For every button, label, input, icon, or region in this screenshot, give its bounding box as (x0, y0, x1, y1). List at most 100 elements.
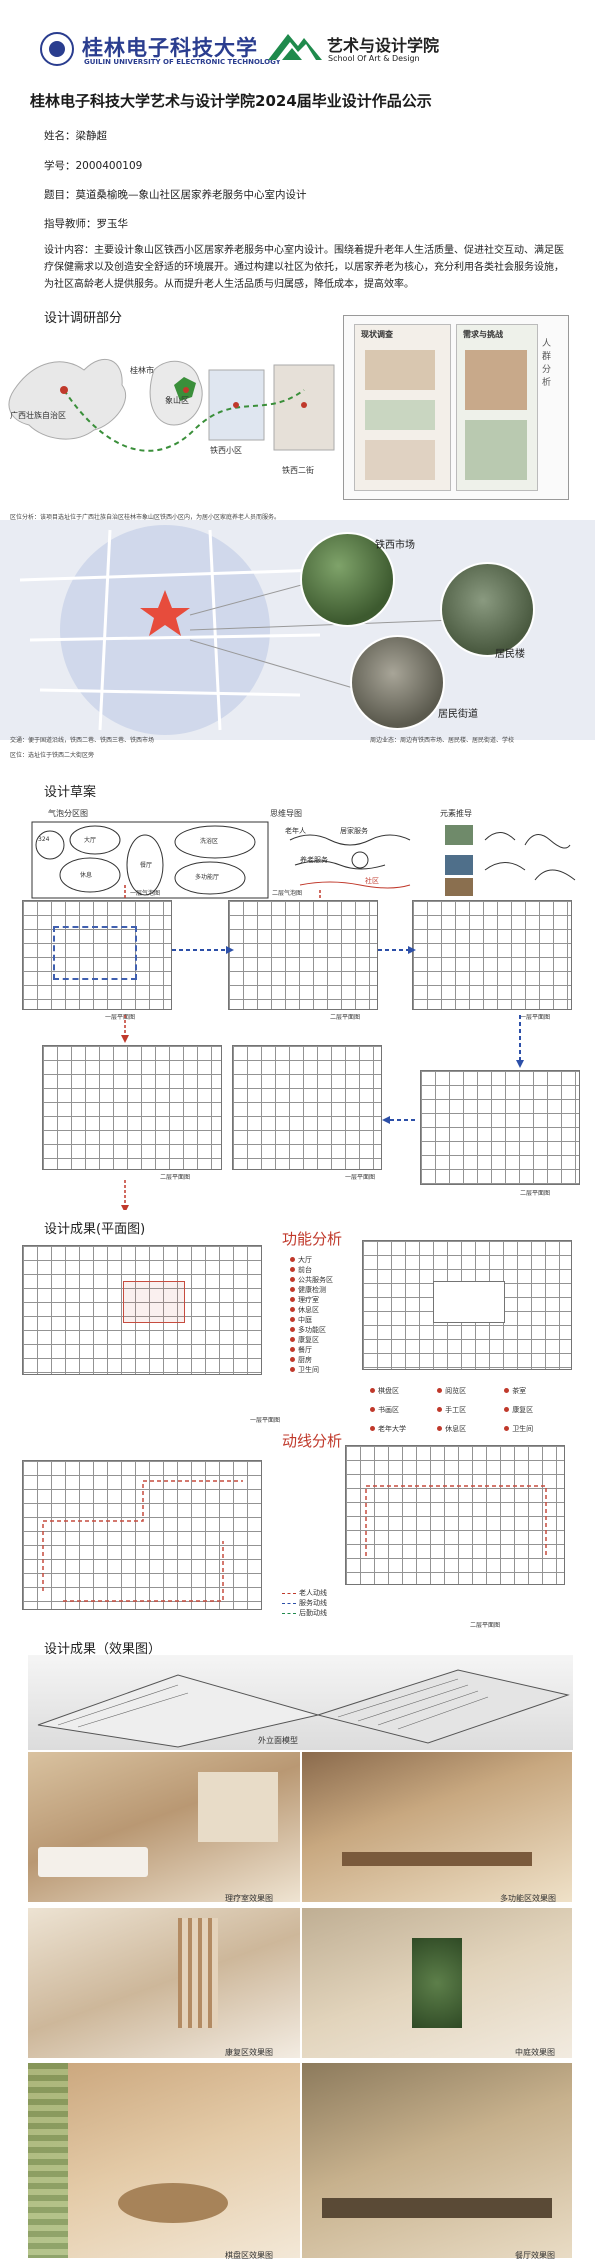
sketch-plan-3 (412, 900, 572, 1010)
sketch-plan-4-label: 二层平面图 (160, 1174, 191, 1181)
sketch-plan-2 (228, 900, 378, 1010)
render-chess-area (28, 2063, 300, 2258)
flow-legend-item-3: 后勤动线 (282, 1608, 327, 1618)
render-rehab-screen (178, 1918, 218, 2028)
sketch-plan-1-zone (53, 926, 137, 980)
render-therapy-wall (198, 1772, 278, 1842)
function-legend2-item-6: 康复区 (504, 1405, 566, 1415)
bubble-sketch (31, 821, 269, 899)
student-name-row: 姓名：梁静超 (44, 128, 107, 143)
advisor-label: 指导教师： (44, 218, 97, 230)
function-legend2-item-7: 老年大学 (370, 1424, 432, 1434)
render-multipurpose-label: 多功能区效果图 (500, 1894, 556, 1903)
bubble-diagram-label: 气泡分区图 (48, 809, 88, 818)
render-multipurpose (302, 1752, 572, 1902)
function-legend2-item-5: 手工区 (437, 1405, 499, 1415)
function-legend-item-2: 前台 (290, 1265, 350, 1275)
function-plan-floor2 (362, 1240, 572, 1370)
render-chess-greenwall (28, 2063, 68, 2258)
mind-word-2: 居家服务 (340, 827, 368, 835)
flow-plan-floor2 (345, 1445, 565, 1585)
location-caption: 区位分析：该项目选址位于广西壮族自治区桂林市象山区铁西小区内，为居小区家庭养老人… (10, 514, 281, 521)
school-name: 艺术与设计学院 (327, 36, 440, 55)
map-label-city: 桂林市 (130, 366, 154, 375)
render-atrium-label: 中庭效果图 (515, 2048, 555, 2057)
map-label-street: 铁西二街 (282, 466, 314, 475)
topic-row: 题目：莫道桑榆晚—象山社区居家养老服务中心室内设计 (44, 187, 307, 202)
function-legend-item-6: 休息区 (290, 1305, 350, 1315)
flow-analysis-title: 动线分析 (282, 1432, 343, 1450)
flow-floor2-label: 二层平面图 (470, 1622, 501, 1629)
sketch-arrows (121, 885, 524, 1210)
school-logo-icon (268, 34, 322, 60)
function-legend-item-5: 理疗室 (290, 1295, 350, 1305)
function-legend-item-3: 公共服务区 (290, 1275, 350, 1285)
mind-map-sketch (289, 834, 411, 889)
location2-caption: 区位：选址位于铁西二大街区旁 (10, 752, 95, 759)
section-plan-title: 设计成果(平面图) (44, 1222, 146, 1237)
function-legend2-item-2: 阅览区 (437, 1386, 499, 1396)
traffic-caption: 交通：便于国道沿线，铁西二巷、铁西三巷、铁西市场 (10, 737, 155, 744)
sketch-plan-1 (22, 900, 172, 1010)
name-label: 姓名： (44, 130, 76, 142)
flow-legend: 老人动线 服务动线 后勤动线 (282, 1588, 327, 1618)
function-legend2-item-9: 卫生间 (504, 1424, 566, 1434)
render-multipurpose-table (342, 1852, 532, 1866)
render-therapy-bed (38, 1847, 148, 1877)
section-render-title: 设计成果（效果图） (44, 1642, 162, 1657)
sketch-plan-6-label: 二层平面图 (520, 1190, 551, 1197)
function-plan-floor1-core (123, 1281, 185, 1323)
render-atrium-tree (412, 1938, 462, 2028)
map-label-province: 广西壮族自治区 (10, 411, 66, 420)
surroundings-caption: 周边业态：周边有铁西市场、居民楼、居民街道、学校 (370, 737, 515, 744)
sketch-plan-5 (232, 1045, 382, 1170)
section-research-title: 设计调研部分 (44, 311, 123, 326)
map-label-district: 象山区 (165, 396, 189, 405)
bubble-word-1: 324 (38, 836, 50, 843)
function-legend-item-11: 厨房 (290, 1355, 350, 1365)
mind-word-4: 社区 (365, 877, 379, 885)
function-plan-floor2-atrium (433, 1281, 505, 1323)
sketch-plan-4 (42, 1045, 222, 1170)
advisor-value: 罗玉华 (96, 218, 129, 230)
function-legend-item-12: 卫生间 (290, 1365, 350, 1375)
page-title: 桂林电子科技大学艺术与设计学院2024届毕业设计作品公示 (30, 92, 432, 110)
render-therapy-label: 理疗室效果图 (225, 1894, 273, 1903)
function-legend-item-1: 大厅 (290, 1255, 350, 1265)
flow-legend-item-1: 老人动线 (282, 1588, 327, 1598)
sketch-plan-3-label: 一层平面图 (520, 1014, 551, 1021)
sketch-tag-2: 二层气泡图 (272, 890, 303, 897)
render-rehab (28, 1908, 300, 2058)
element-label: 元素推导 (440, 809, 472, 818)
university-name-en: GUILIN UNIVERSITY OF ELECTRONIC TECHNOLO… (84, 58, 281, 66)
name-value: 梁静超 (75, 130, 108, 142)
needs-figure-2 (465, 420, 527, 480)
function-legend2-item-3: 茶室 (504, 1386, 566, 1396)
render-chess-label: 棋盘区效果图 (225, 2251, 273, 2260)
header: 桂林电子科技大学 GUILIN UNIVERSITY OF ELECTRONIC… (0, 0, 595, 78)
crowd-analysis-label: 人群分析 (542, 339, 552, 388)
function-legend-item-10: 餐厅 (290, 1345, 350, 1355)
function-floor1-label: 一层平面图 (250, 1417, 281, 1424)
mind-map-label: 思维导图 (270, 809, 302, 818)
status-quo-card: 现状调查 (354, 324, 451, 491)
function-legend2-item-8: 休息区 (437, 1424, 499, 1434)
photo-label-residence: 居民楼 (495, 649, 525, 660)
aerial-map: 铁西市场 居民楼 居民街道 (0, 520, 595, 740)
function-legend2-item-4: 书画区 (370, 1405, 432, 1415)
bubble-word-6: 多功能厅 (195, 874, 220, 881)
bubble-word-4: 餐厅 (140, 862, 153, 869)
flow-legend-item-2: 服务动线 (282, 1598, 327, 1608)
sketch-tag-1: 一层气泡图 (130, 890, 161, 897)
render-therapy-room (28, 1752, 300, 1902)
render-chess-table (118, 2183, 228, 2223)
photo-label-market: 铁西市场 (375, 540, 415, 551)
design-description: 设计内容：主要设计象山区铁西小区居家养老服务中心室内设计。围绕着提升老年人生活质… (44, 245, 564, 290)
render-rehab-label: 康复区效果图 (225, 2048, 273, 2057)
mind-word-3: 养老服务 (300, 856, 328, 864)
analysis-panel: 现状调查 需求与挑战 人群分析 (343, 315, 569, 500)
sketch-plan-5-label: 一层平面图 (345, 1174, 376, 1181)
status-quo-title: 现状调查 (361, 330, 393, 339)
status-quo-figure-2 (365, 400, 435, 430)
needs-title: 需求与挑战 (463, 330, 503, 339)
